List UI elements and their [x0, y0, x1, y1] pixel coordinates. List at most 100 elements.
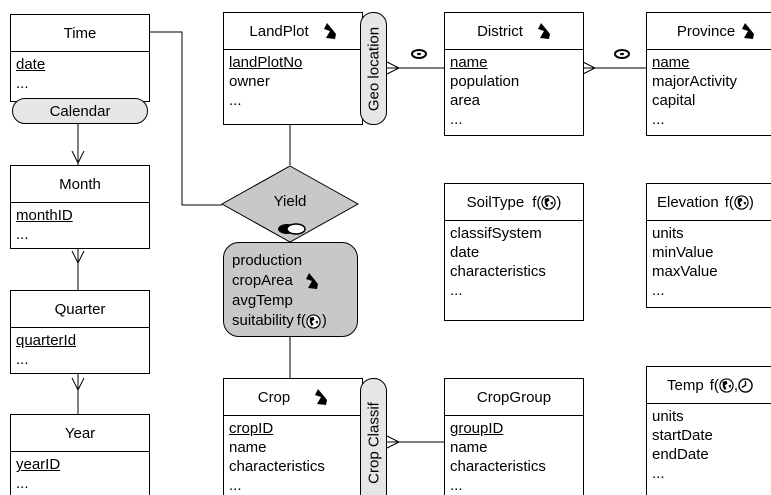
attr-more: ...: [652, 111, 665, 128]
entity-quarter-title: Quarter: [11, 291, 149, 328]
attr-suitability: suitability: [232, 312, 294, 329]
attr-area: area: [450, 92, 481, 109]
geo-location-hierarchy[interactable]: Geo location: [360, 12, 387, 125]
attr-monthid: monthID: [16, 207, 73, 224]
crop-classif-label: Crop Classif: [365, 402, 382, 484]
crop-classif-hierarchy[interactable]: Crop Classif: [360, 378, 387, 495]
attr-more: ...: [450, 282, 463, 299]
attr-yearid: yearID: [16, 456, 61, 473]
entity-landplot[interactable]: LandPlot landPlotNo owner ...: [223, 12, 363, 125]
attr-more: ...: [652, 282, 665, 299]
attr-owner: owner: [229, 73, 270, 90]
entity-temp-head: Temp f(,: [647, 367, 771, 404]
attr-characteristics: characteristics: [450, 458, 546, 475]
attr-more: ...: [229, 477, 242, 494]
attr-croparea-row: cropArea: [232, 271, 349, 291]
entity-elevation[interactable]: Elevation f() units minValue maxValue ..…: [646, 183, 771, 308]
func-sep: ,: [733, 376, 739, 394]
entity-temp[interactable]: Temp f(, units startDate endDate ...: [646, 366, 771, 495]
attr-more: ...: [16, 75, 29, 92]
attr-more: ...: [450, 477, 463, 494]
entity-crop-title: Crop: [257, 388, 291, 406]
attr-name: name: [652, 54, 690, 71]
func-close: ): [748, 193, 754, 211]
entity-year[interactable]: Year yearID ...: [10, 414, 150, 495]
entity-province-head: Province: [647, 13, 771, 50]
entity-quarter[interactable]: Quarter quarterId ...: [10, 290, 150, 374]
globe-icon: [541, 194, 557, 210]
func-close: ): [556, 193, 562, 211]
entity-year-title: Year: [11, 415, 149, 452]
attr-enddate: endDate: [652, 446, 709, 463]
entity-district-head: District: [445, 13, 583, 50]
geo-location-label: Geo location: [365, 26, 382, 111]
attr-suitability-row: suitability f(): [232, 311, 349, 331]
entity-crop[interactable]: Crop cropID name characteristics ...: [223, 378, 363, 495]
globe-icon: [306, 313, 321, 329]
entity-district[interactable]: District name population area ...: [444, 12, 584, 136]
attr-capital: capital: [652, 92, 696, 109]
surface-icon: [305, 273, 318, 289]
attr-croparea: cropArea: [232, 272, 293, 289]
time-yield-link: [150, 31, 222, 206]
func-open: f(: [709, 376, 719, 394]
attr-startdate: startDate: [652, 427, 713, 444]
attr-classifsystem: classifSystem: [450, 225, 542, 242]
entity-landplot-head: LandPlot: [224, 13, 362, 50]
attr-more: ...: [652, 465, 665, 482]
attr-units: units: [652, 408, 684, 425]
globe-icon: [734, 194, 749, 210]
entity-month[interactable]: Month monthID ...: [10, 165, 150, 249]
entity-cropgroup-title: CropGroup: [445, 379, 583, 416]
attr-cropid: cropID: [229, 420, 274, 437]
entity-soiltype[interactable]: SoilType f() classifSystem date characte…: [444, 183, 584, 321]
attr-name: name: [450, 54, 488, 71]
attr-units: units: [652, 225, 684, 242]
func-open: f(: [724, 193, 734, 211]
overlap-icon: [278, 223, 306, 235]
surface-icon: [323, 23, 336, 39]
globe-icon: [719, 377, 734, 393]
attr-avgtemp: avgTemp: [232, 292, 293, 309]
attr-landplotno: landPlotNo: [229, 54, 303, 71]
attr-date: date: [16, 56, 46, 73]
calendar-hierarchy[interactable]: Calendar: [12, 98, 148, 124]
attr-population: population: [450, 73, 520, 90]
entity-time-title: Time: [11, 15, 149, 52]
relationship-yield-label[interactable]: Yield: [273, 193, 307, 210]
entity-soiltype-head: SoilType f(): [445, 184, 583, 221]
attr-production: production: [232, 252, 303, 269]
entity-month-title: Month: [11, 166, 149, 203]
entity-temp-title: Temp: [667, 376, 704, 394]
attr-more: ...: [16, 475, 29, 492]
clock-icon: [738, 377, 753, 393]
func-open: f(: [532, 193, 542, 211]
entity-landplot-title: LandPlot: [249, 22, 309, 40]
entity-soiltype-title: SoilType: [466, 193, 525, 211]
func-open: f(: [296, 312, 306, 329]
attr-maxvalue: maxValue: [652, 263, 718, 280]
attr-minvalue: minValue: [652, 244, 714, 261]
entity-district-title: District: [477, 22, 523, 40]
entity-cropgroup[interactable]: CropGroup groupID name characteristics .…: [444, 378, 584, 495]
topology-dots: [411, 49, 630, 59]
entity-time[interactable]: Time date ...: [10, 14, 150, 102]
surface-icon: [537, 23, 550, 39]
surface-icon: [742, 23, 755, 39]
attr-majoractivity: majorActivity: [652, 73, 738, 90]
attr-more: ...: [450, 111, 463, 128]
attr-quarterid: quarterId: [16, 332, 77, 349]
attr-groupid: groupID: [450, 420, 504, 437]
attr-characteristics: characteristics: [229, 458, 325, 475]
attr-characteristics: characteristics: [450, 263, 546, 280]
attr-more: ...: [16, 226, 29, 243]
entity-crop-head: Crop: [224, 379, 362, 416]
entity-province-title: Province: [676, 22, 736, 40]
entity-elevation-title: Elevation: [657, 193, 719, 211]
func-close: ): [321, 312, 327, 329]
attr-more: ...: [16, 351, 29, 368]
entity-province[interactable]: Province name majorActivity capital ...: [646, 12, 771, 136]
attr-name: name: [450, 439, 488, 456]
